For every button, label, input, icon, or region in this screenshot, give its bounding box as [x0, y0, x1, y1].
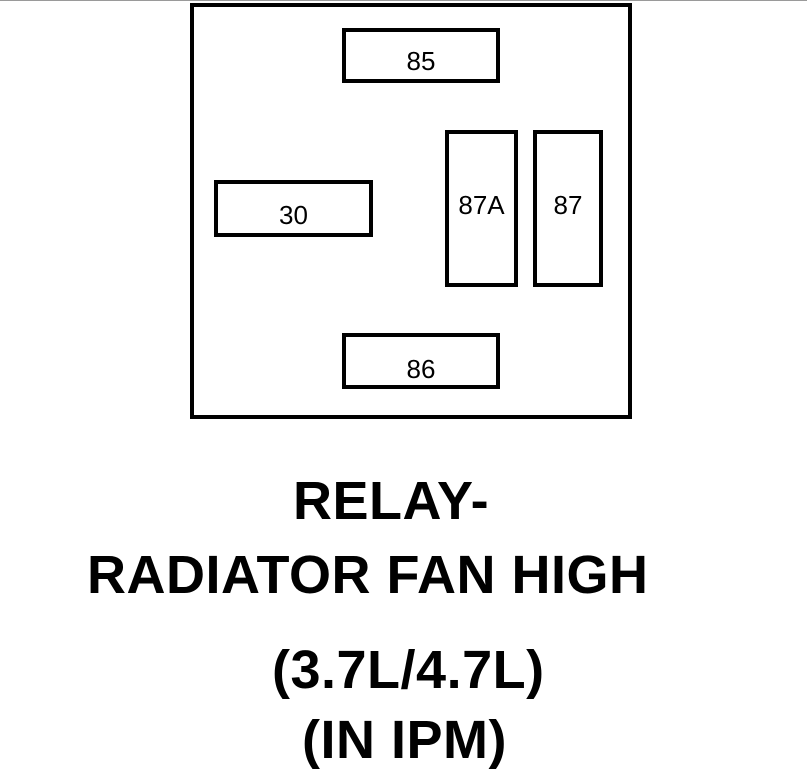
- caption-line-radiator-fan-high: RADIATOR FAN HIGH: [87, 545, 649, 605]
- caption-line-relay: RELAY-: [293, 471, 490, 531]
- pin-label-86: 86: [406, 354, 436, 384]
- relay-pin-86: 86: [342, 333, 500, 389]
- pin-label-87a: 87A: [458, 189, 505, 220]
- relay-pin-87: 87: [533, 130, 603, 287]
- pin-label-30: 30: [279, 199, 308, 230]
- relay-pin-87a: 87A: [445, 130, 518, 287]
- pin-label-85: 85: [406, 45, 436, 76]
- caption-line-engine: (3.7L/4.7L): [272, 640, 545, 700]
- relay-pin-30: 30: [214, 180, 373, 237]
- caption-line-location: (IN IPM): [302, 710, 507, 770]
- relay-outline: [190, 3, 632, 419]
- pin-label-87: 87: [553, 189, 583, 220]
- top-border-line: [0, 0, 807, 1]
- relay-pin-85: 85: [342, 28, 500, 83]
